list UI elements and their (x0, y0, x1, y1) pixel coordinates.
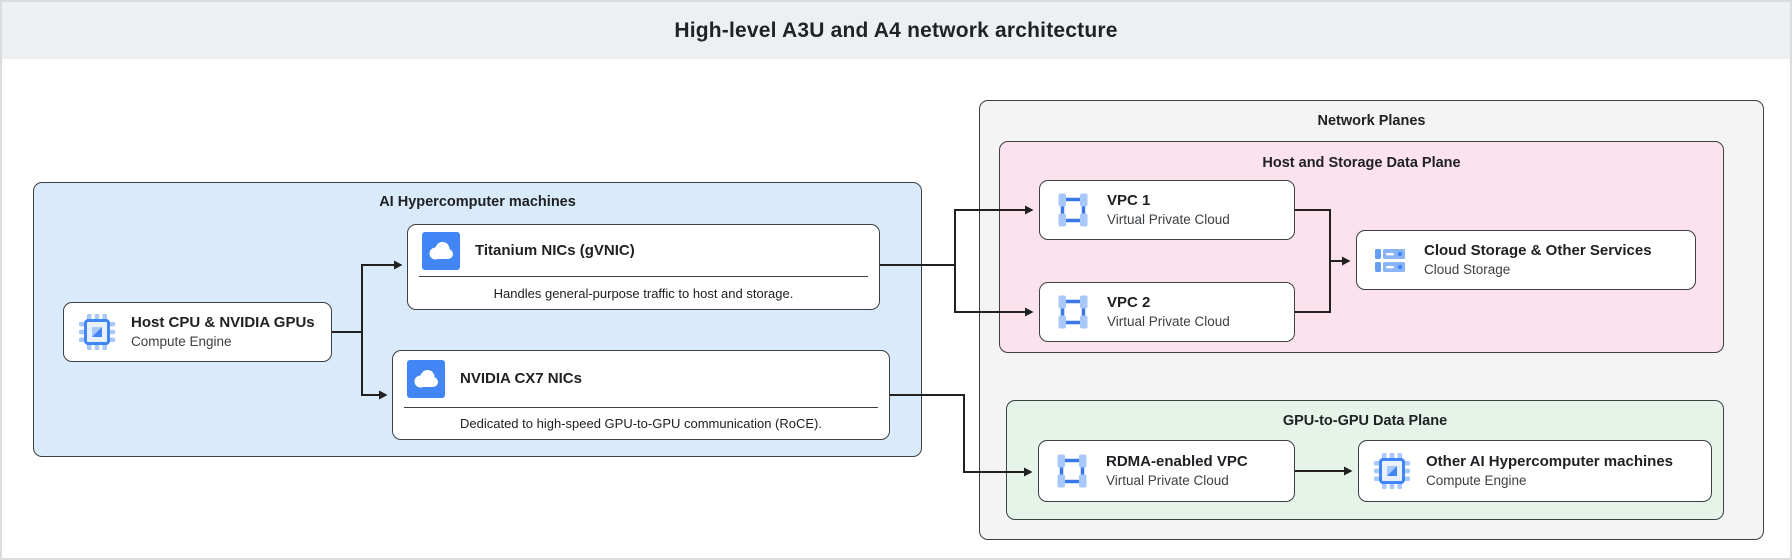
node-vpc-2: VPC 2 Virtual Private Cloud (1039, 282, 1295, 342)
compute-engine-chip-icon (1372, 451, 1412, 491)
cloud-storage-icon (1370, 240, 1410, 280)
compute-engine-chip-icon (77, 312, 117, 352)
header-band: High-level A3U and A4 network architectu… (2, 2, 1790, 59)
node-title: VPC 1 (1107, 192, 1151, 209)
vpc-icon (1053, 292, 1093, 332)
cloud-nic-icon (406, 359, 446, 399)
node-title: NVIDIA CX7 NICs (460, 370, 582, 387)
card-divider (419, 276, 868, 277)
node-titanium-nics: Titanium NICs (gVNIC) Handles general-pu… (407, 224, 880, 310)
node-title: VPC 2 (1107, 294, 1151, 311)
card-divider (404, 407, 878, 408)
node-title: Host CPU & NVIDIA GPUs (131, 314, 315, 331)
container-label: Network Planes (1317, 113, 1426, 129)
node-subtitle: Compute Engine (131, 334, 232, 349)
container-label: GPU-to-GPU Data Plane (1282, 413, 1448, 429)
node-nvidia-cx7-nics: NVIDIA CX7 NICs Dedicated to high-speed … (392, 350, 890, 440)
node-title: Other AI Hypercomputer machines (1426, 453, 1674, 470)
node-subtitle: Virtual Private Cloud (1107, 212, 1230, 227)
node-cloud-storage: Cloud Storage & Other Services Cloud Sto… (1356, 230, 1696, 290)
page-title: High-level A3U and A4 network architectu… (674, 18, 1118, 42)
node-rdma-enabled-vpc: RDMA-enabled VPC Virtual Private Cloud (1038, 440, 1295, 502)
container-label: Host and Storage Data Plane (1262, 155, 1461, 171)
node-title: Titanium NICs (gVNIC) (475, 241, 635, 259)
node-caption: Handles general-purpose traffic to host … (493, 285, 794, 301)
vpc-icon (1053, 190, 1093, 230)
node-caption: Dedicated to high-speed GPU-to-GPU commu… (460, 416, 822, 431)
node-vpc-1: VPC 1 Virtual Private Cloud (1039, 180, 1295, 240)
container-label: AI Hypercomputer machines (379, 194, 576, 210)
node-subtitle: Virtual Private Cloud (1106, 473, 1229, 488)
node-subtitle: Compute Engine (1426, 473, 1527, 488)
node-other-ai-hypercomputer-machines: Other AI Hypercomputer machines Compute … (1358, 440, 1712, 502)
node-subtitle: Cloud Storage (1424, 262, 1511, 277)
vpc-icon (1052, 451, 1092, 491)
node-host-cpu-nvidia-gpus: Host CPU & NVIDIA GPUs Compute Engine (63, 302, 332, 362)
node-title: RDMA-enabled VPC (1106, 453, 1248, 470)
node-title: Cloud Storage & Other Services (1424, 242, 1652, 259)
node-subtitle: Virtual Private Cloud (1107, 314, 1230, 329)
cloud-nic-icon (421, 231, 461, 271)
